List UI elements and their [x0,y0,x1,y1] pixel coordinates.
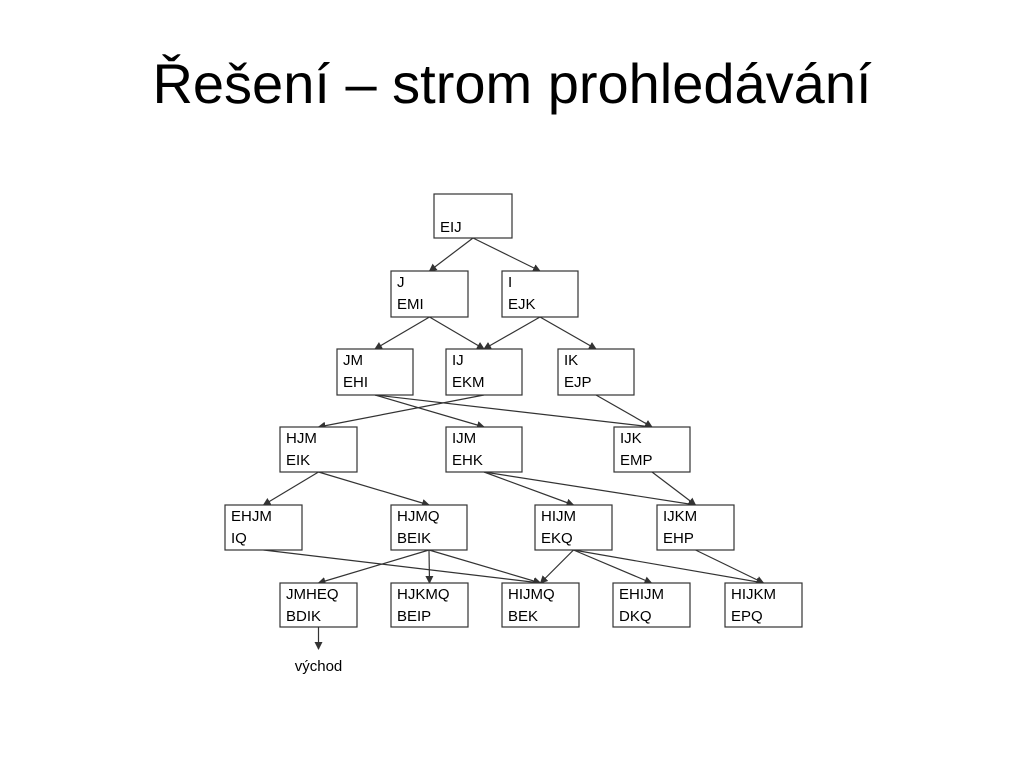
edge-n10-n15 [428,549,542,585]
edge-n7-n11 [483,471,575,507]
tree-node: IK EJP [557,348,635,396]
node-box [534,504,613,551]
edge-n6-n10 [318,471,430,507]
node-box [501,270,579,318]
node-line1: HJMQ [397,508,440,525]
node-box [390,504,468,551]
node-line1: HJM [286,430,317,447]
edge-n11-n16 [573,549,653,584]
edge-n2-n5 [539,316,597,350]
edge-n10-n13 [317,549,430,585]
tree-node: HJMQ BEIK [390,504,468,551]
node-line2: EIK [286,452,310,469]
node-box [613,426,691,473]
edge-n1-n3 [374,316,430,350]
node-line2: EKQ [541,530,573,547]
edge-n12-n17 [695,549,765,584]
tree-node: HJKMQ BEIP [390,582,469,628]
edge-n10-n14 [425,549,434,584]
node-line2: DKQ [619,608,652,625]
edge-n5-n8 [595,394,653,428]
tree-node: HIJM EKQ [534,504,613,551]
node-line2: EMI [397,296,424,313]
node-line1: IJKM [663,508,697,525]
node-line2: BEIK [397,530,431,547]
node-line2: IQ [231,530,247,547]
node-line2: EKM [452,374,485,391]
node-line2: EIJ [440,219,462,236]
node-box [433,193,513,239]
node-line1: HJKMQ [397,586,450,603]
node-box [445,348,523,396]
node-box [445,426,523,473]
edge-n1-n4 [429,316,485,350]
node-line1: JM [343,352,363,369]
edge-n8-n12 [651,471,697,506]
tree-node: EIJ [433,193,513,239]
edge-n6-n9 [262,471,319,506]
node-box [557,348,635,396]
edge-n11-n17 [573,549,765,586]
tree-node: IJ EKM [445,348,523,396]
edges-layer [262,237,765,650]
node-line1: EHIJM [619,586,664,603]
slide-title: Řešení – strom prohledávání [152,52,872,115]
edge-n0-n2 [472,237,541,272]
tree-node: IJK EMP [613,426,691,473]
node-box [224,504,303,551]
node-line1: IJK [620,430,642,447]
node-box [279,426,358,473]
node-line1: HIJM [541,508,576,525]
node-box [656,504,735,551]
node-line1: HIJMQ [508,586,555,603]
tree-node: I EJK [501,270,579,318]
edge-n2-n4 [483,316,541,350]
node-box [279,582,358,628]
nodes-layer: EIJJEMIIEJKJMEHIIJEKMIKEJPHJMEIKIJMEHKIJ… [224,193,803,675]
edge-n4-n6 [317,394,485,430]
edge-n9-n15 [263,549,542,587]
node-line2: BDIK [286,608,321,625]
tree-node: IJM EHK [445,426,523,473]
tree-node: EHIJM DKQ [612,582,691,628]
node-line2: EPQ [731,608,763,625]
node-line1: J [397,274,405,291]
tree-node: HIJKM EPQ [724,582,803,628]
edge-n3-n7 [374,394,485,429]
node-line2: EJP [564,374,592,391]
edge-n7-n12 [483,471,697,508]
node-line2: EHP [663,530,694,547]
node-line2: EMP [620,452,653,469]
node-line2: BEIP [397,608,431,625]
node-box [612,582,691,628]
tree-node: HIJMQ BEK [501,582,580,628]
edge-n3-n8 [374,394,653,431]
node-box [390,582,469,628]
node-line1: IJ [452,352,464,369]
node-line2: EHK [452,452,483,469]
node-line1: IJM [452,430,476,447]
tree-node: EHJM IQ [224,504,303,551]
node-box [336,348,414,396]
node-line1: I [508,274,512,291]
node-line2: BEK [508,608,538,625]
node-line1: IK [564,352,578,369]
edge-n0-n1 [428,237,474,272]
node-line1: EHJM [231,508,272,525]
node-line2: EHI [343,374,368,391]
node-box [501,582,580,628]
node-line2: EJK [508,296,536,313]
exit-label: východ [295,658,343,675]
node-box [724,582,803,628]
edge-n11-n15 [539,549,574,584]
tree-node: JMHEQ BDIK [279,582,358,628]
node-line1: HIJKM [731,586,776,603]
tree-node: IJKM EHP [656,504,735,551]
node-line1: JMHEQ [286,586,339,603]
tree-node: HJM EIK [279,426,358,473]
node-box [390,270,469,318]
tree-node: J EMI [390,270,469,318]
tree-node: JM EHI [336,348,414,396]
